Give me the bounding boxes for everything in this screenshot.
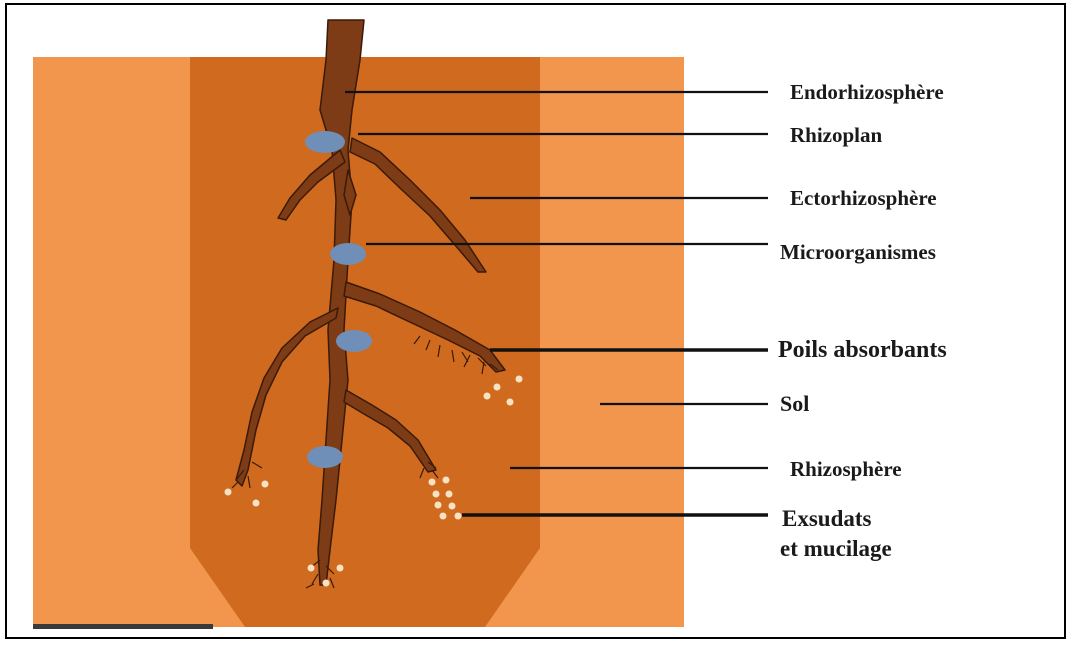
label-ectorhizosphere: Ectorhizosphère [790, 186, 937, 210]
label-rhizosphere: Rhizosphère [790, 457, 902, 481]
bottom-band [33, 624, 213, 629]
label-sol: Sol [780, 391, 809, 416]
microorganism-1 [305, 131, 345, 153]
label-exsudats-line1: Exsudats [782, 506, 872, 531]
microorganism-2 [330, 243, 366, 265]
label-poils-absorbants: Poils absorbants [778, 337, 947, 363]
microorganism-3 [336, 330, 372, 352]
label-rhizoplan: Rhizoplan [790, 123, 883, 147]
label-microorganismes: Microorganismes [780, 240, 936, 264]
label-exsudats-line2: et mucilage [780, 536, 892, 561]
label-endorhizosphere: Endorhizosphère [790, 80, 944, 104]
microorganism-4 [307, 446, 343, 468]
